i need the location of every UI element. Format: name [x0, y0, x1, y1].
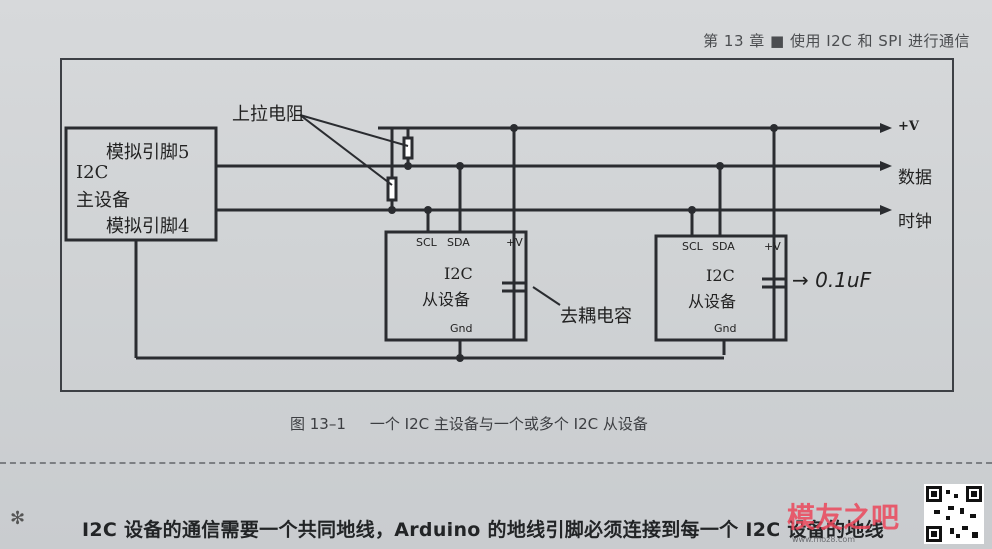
- slave1-role-label: 从设备: [422, 290, 471, 309]
- master-device-box: [64, 126, 218, 242]
- decoupling-label: 去耦电容: [560, 306, 632, 327]
- master-role-label: 主设备: [76, 190, 130, 211]
- pullup-leader: [299, 114, 393, 186]
- slave2-sda-label: SDA: [712, 240, 735, 253]
- slave2-scl-label: SCL: [682, 240, 703, 253]
- page-header: 第 13 章 ■ 使用 I2C 和 SPI 进行通信: [703, 32, 970, 50]
- slave2-name-label: I2C: [706, 266, 735, 285]
- watermark-logo: 模友之吧: [787, 501, 900, 534]
- master-pin5-label: 模拟引脚5: [106, 142, 190, 163]
- caption-text: 一个 I2C 主设备与一个或多个 I2C 从设备: [369, 415, 648, 433]
- slave1-name-label: I2C: [444, 264, 473, 283]
- slave2-gnd-label: Gnd: [714, 322, 737, 335]
- caption-number: 图 13–1: [290, 415, 346, 433]
- slave1-gnd-label: Gnd: [450, 322, 473, 335]
- figure-frame: [60, 58, 954, 392]
- slave1-box: [384, 230, 528, 342]
- section-divider: [0, 462, 992, 464]
- page-corner-icon: ✻: [10, 508, 26, 529]
- slave1-vplus-label: +V: [506, 236, 523, 249]
- master-pin4-label: 模拟引脚4: [106, 216, 190, 237]
- master-name-label: I2C: [76, 162, 109, 183]
- pullup-label: 上拉电阻: [232, 104, 304, 125]
- pullup-leader-2: [299, 114, 409, 147]
- slave2-vplus-label: +V: [764, 240, 781, 253]
- clock-bus-label: 时钟: [898, 212, 932, 232]
- power-bus-label: +V: [898, 119, 919, 134]
- qr-code-icon: [924, 484, 984, 544]
- pullup-resistor-data: [402, 136, 414, 160]
- figure-caption: 图 13–1 一个 I2C 主设备与一个或多个 I2C 从设备: [290, 413, 648, 434]
- body-paragraph: I2C 设备的通信需要一个共同地线，Arduino 的地线引脚必须连接到每一个 …: [82, 519, 884, 541]
- pullup-resistor-clock: [386, 176, 398, 202]
- slave1-scl-label: SCL: [416, 236, 437, 249]
- watermark-url: www.moz8.com: [792, 535, 856, 544]
- data-bus-label: 数据: [898, 168, 932, 188]
- slave2-role-label: 从设备: [688, 292, 737, 311]
- handwritten-note: → 0.1uF: [792, 268, 872, 292]
- slave1-sda-label: SDA: [447, 236, 470, 249]
- decoupling-leader: [532, 286, 561, 306]
